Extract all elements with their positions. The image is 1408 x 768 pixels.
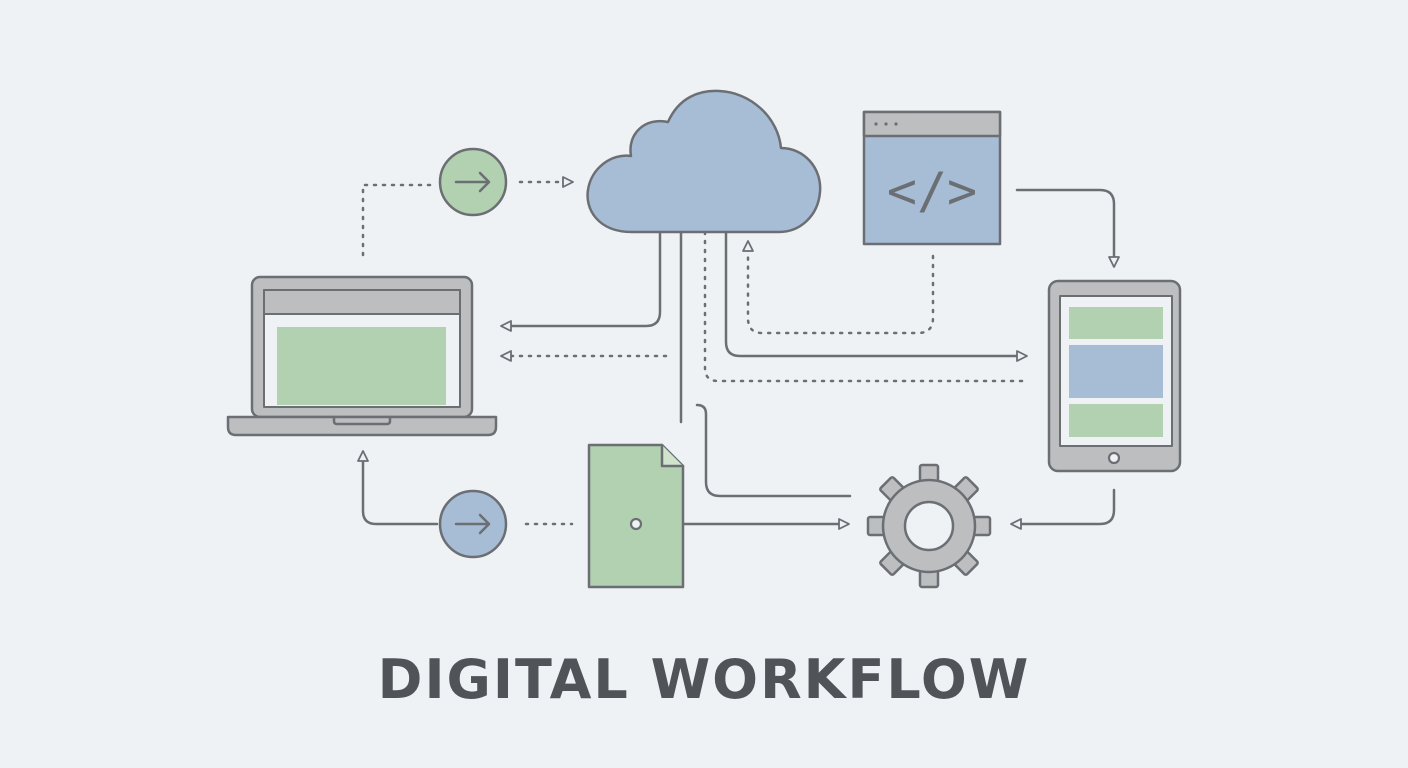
document-icon (587, 443, 685, 589)
dotted-connector (361, 183, 438, 257)
solid-connector (695, 403, 852, 498)
laptop-icon (226, 275, 498, 437)
gear-icon (866, 463, 992, 589)
solid-arrow (500, 230, 662, 332)
solid-arrow (1015, 188, 1120, 268)
connector-lines (357, 164, 1120, 530)
code-glyph: </> (887, 162, 977, 220)
diagram-title: DIGITAL WORKFLOW (377, 648, 1031, 711)
arrow-circle-icon (438, 147, 508, 217)
code-window-icon: </> (862, 110, 1002, 246)
dotted-arrow (742, 240, 935, 335)
dotted-connector (703, 230, 1026, 383)
solid-arrow (1010, 488, 1116, 530)
cloud-icon (586, 89, 822, 234)
arrow-circle-icon (438, 489, 508, 559)
tablet-icon (1047, 279, 1182, 473)
solid-arrow (724, 181, 1028, 362)
solid-arrow (357, 450, 439, 526)
